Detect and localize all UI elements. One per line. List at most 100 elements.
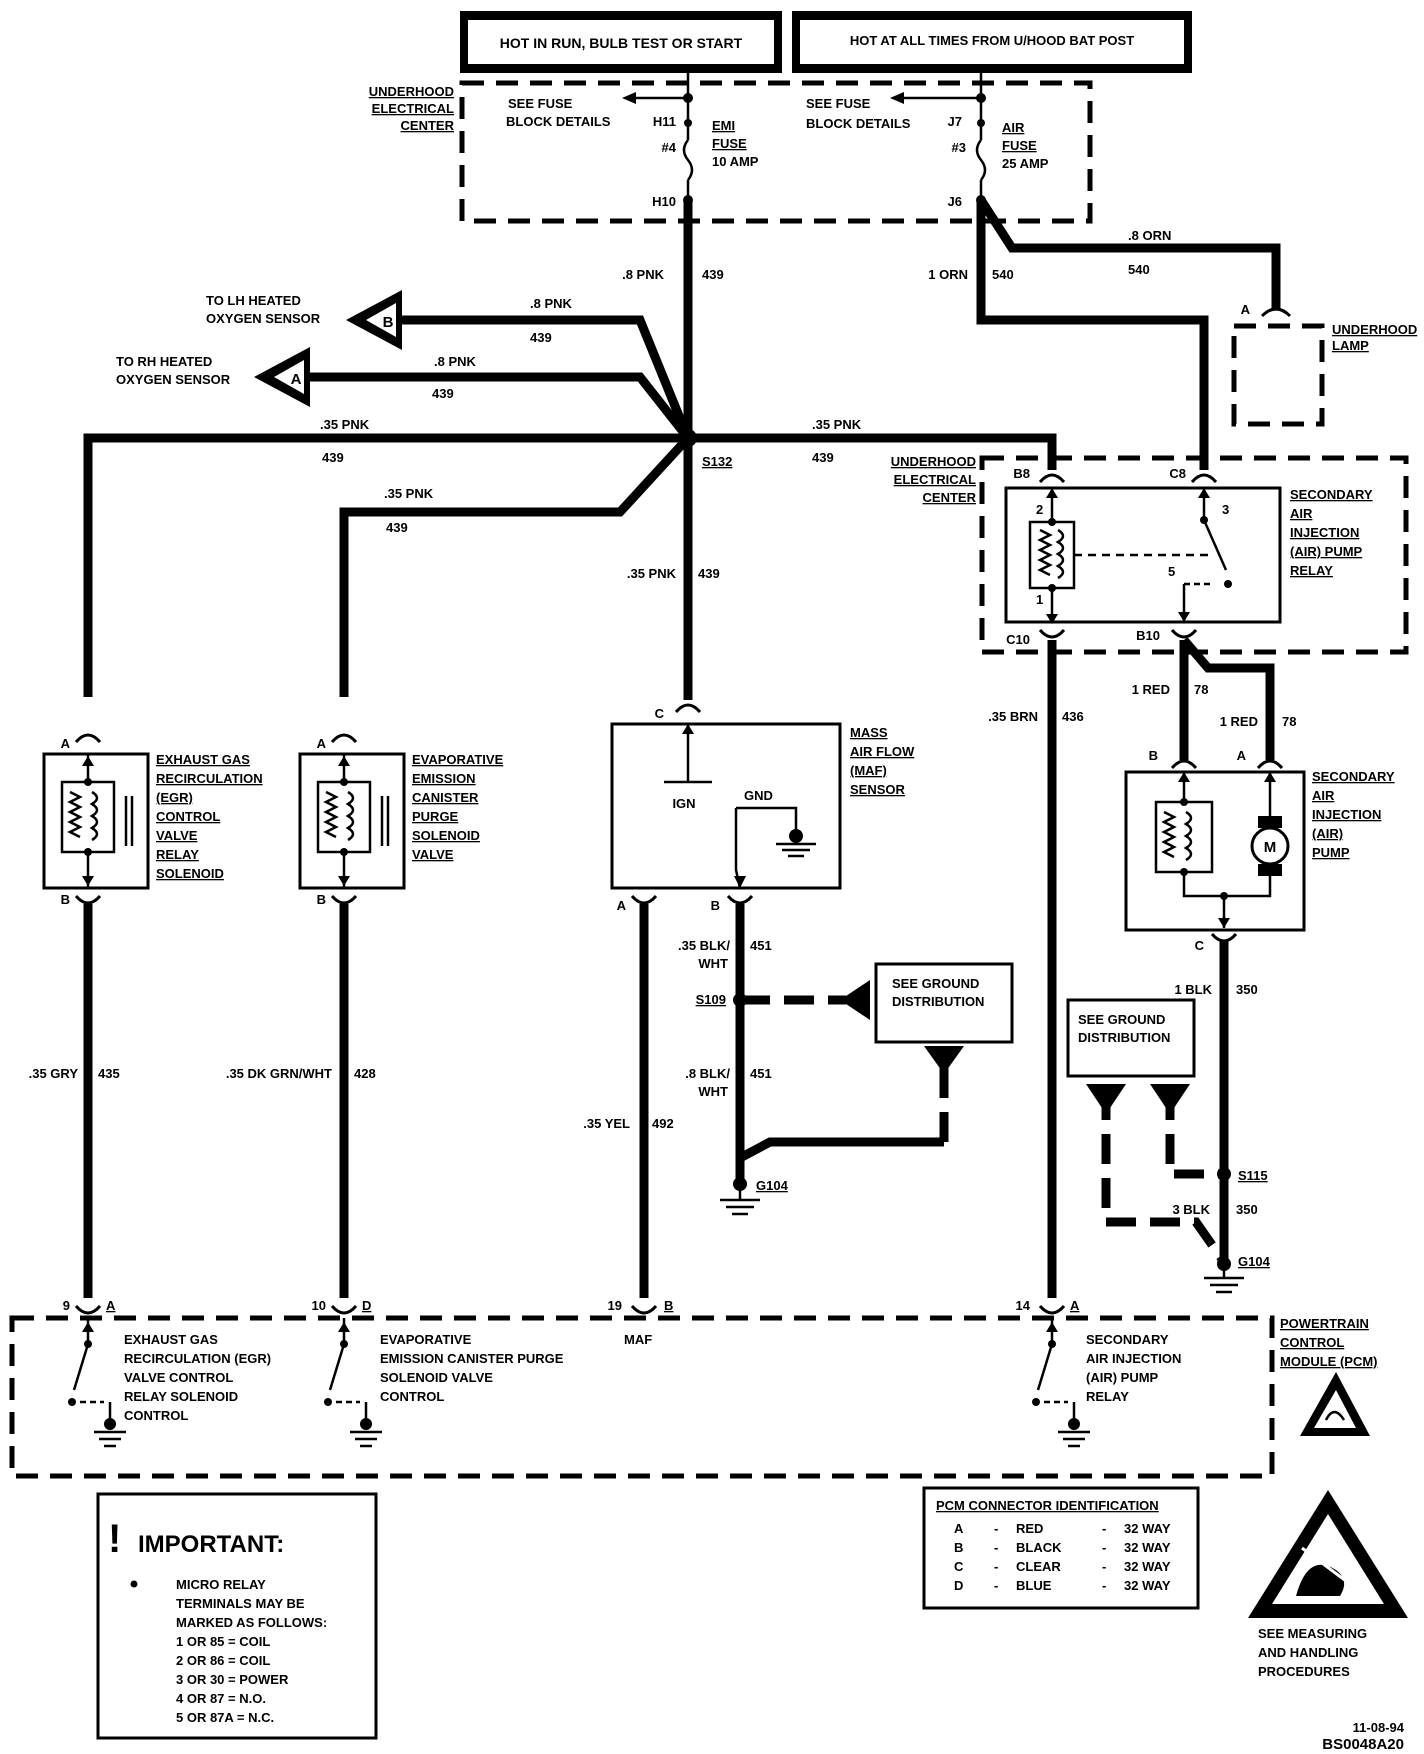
svg-text:-: - xyxy=(1102,1578,1106,1593)
relay-name-5: RELAY xyxy=(1290,563,1333,578)
evap-purge-solenoid xyxy=(298,752,406,890)
air-pump-name-1: SECONDARY xyxy=(1312,769,1395,784)
see-fuse-1-line2: BLOCK DETAILS xyxy=(506,114,611,129)
air-pump-name-5: PUMP xyxy=(1312,845,1350,860)
wire-to-lh-circuit: 439 xyxy=(530,330,552,345)
maf-gnd-label: GND xyxy=(744,788,773,803)
fuse2-name-1: AIR xyxy=(1002,120,1025,135)
relay-name-2: AIR xyxy=(1290,506,1313,521)
svg-text:-: - xyxy=(994,1578,998,1593)
wire-yel-gauge: .35 YEL xyxy=(583,1116,630,1131)
pcm-label-2: CONTROL xyxy=(1280,1335,1344,1350)
air-pump-name-4: (AIR) xyxy=(1312,826,1343,841)
relay-coil xyxy=(1055,528,1065,580)
svg-text:-: - xyxy=(994,1559,998,1574)
connector-id-title: PCM CONNECTOR IDENTIFICATION xyxy=(936,1498,1159,1513)
connector-row-1-size: 32 WAY xyxy=(1124,1521,1171,1536)
see-ground-distribution-1 xyxy=(874,962,1014,1044)
rh-sensor-label-1: TO RH HEATED xyxy=(116,354,212,369)
connector-row-3-size: 32 WAY xyxy=(1124,1559,1171,1574)
wire-pnk-main-gauge: .8 PNK xyxy=(622,267,665,282)
fuse1-top-pin: H11 xyxy=(653,114,676,129)
relay-pin-b10: B10 xyxy=(1136,628,1160,643)
wire-blkwht1-circuit: 451 xyxy=(750,938,772,953)
underhood-lamp xyxy=(1231,323,1325,427)
esd-note-2: AND HANDLING xyxy=(1258,1645,1358,1660)
relay-switch-arm xyxy=(1202,519,1228,571)
see-fuse-2-line1: SEE FUSE xyxy=(806,96,871,111)
connector-row-4-letter: D xyxy=(954,1578,963,1593)
power-label-right: HOT AT ALL TIMES FROM U/HOOD BAT POST xyxy=(850,33,1134,48)
egr-name-5: VALVE xyxy=(156,828,198,843)
wire-gry-circuit: 435 xyxy=(98,1066,120,1081)
wire-pnk-left-circuit: 439 xyxy=(322,450,344,465)
evap-name-5: SOLENOID xyxy=(412,828,480,843)
wire-red2-circuit: 78 xyxy=(1282,714,1296,729)
pcm-pin-air xyxy=(1032,1304,1090,1448)
connector-row-4-size: 32 WAY xyxy=(1124,1578,1171,1593)
egr-name-2: RECIRCULATION xyxy=(156,771,263,786)
uec-top-label-1: UNDERHOOD xyxy=(369,84,454,99)
wire-blkwht2-color: WHT xyxy=(698,1084,728,1099)
maf-ign-label: IGN xyxy=(672,796,695,811)
wire-gry-gauge: .35 GRY xyxy=(29,1066,79,1081)
pcm-pin2-num: 10 xyxy=(312,1298,326,1313)
uec-relay-label-2: ELECTRICAL xyxy=(894,472,976,487)
wire-pnk-right-circuit: 439 xyxy=(812,450,834,465)
important-line-1: MICRO RELAY xyxy=(176,1577,266,1592)
ground-dist-2-line2: DISTRIBUTION xyxy=(1078,1030,1170,1045)
maf-pin-c: C xyxy=(655,706,665,721)
wire-pnk-main-circuit: 439 xyxy=(702,267,724,282)
air-pump-pin-c: C xyxy=(1195,938,1205,953)
wire-blk3-circuit: 350 xyxy=(1236,1202,1258,1217)
fuse2-name-3: 25 AMP xyxy=(1002,156,1049,171)
egr-name-4: CONTROL xyxy=(156,809,220,824)
wire-dkgrn-gauge: .35 DK GRN/WHT xyxy=(226,1066,332,1081)
pcm-connector-id-box xyxy=(922,1486,1200,1610)
fuse1-bottom-pin: H10 xyxy=(652,194,676,209)
lh-sensor-label-2: OXYGEN SENSOR xyxy=(206,311,321,326)
ground-g104-right-label: G104 xyxy=(1238,1254,1271,1269)
egr-pin-a: A xyxy=(61,736,71,751)
wire-pnk-maf-circuit: 439 xyxy=(698,566,720,581)
ground-g104-left xyxy=(720,1184,760,1216)
connector-row-2-color: BLACK xyxy=(1016,1540,1062,1555)
pcm-pin1-text-4: RELAY SOLENOID xyxy=(124,1389,238,1404)
important-note-box xyxy=(96,1492,378,1740)
wire-brn-gauge: .35 BRN xyxy=(988,709,1038,724)
maf-name-4: SENSOR xyxy=(850,782,906,797)
air-pump-resistor xyxy=(1161,810,1177,859)
power-label-left: HOT IN RUN, BULB TEST OR START xyxy=(500,35,743,51)
wire-pnk-right-gauge: .35 PNK xyxy=(812,417,862,432)
wire-yel-circuit: 492 xyxy=(652,1116,674,1131)
wire-blk3-gauge: 3 BLK xyxy=(1172,1202,1210,1217)
relay-pin-2: 2 xyxy=(1036,502,1043,517)
wire-red1-circuit: 78 xyxy=(1194,682,1208,697)
wire-to-rh-gauge: .8 PNK xyxy=(434,354,477,369)
evap-pin-a: A xyxy=(317,736,327,751)
connector-row-2-letter: B xyxy=(954,1540,963,1555)
lh-sensor-letter: B xyxy=(383,314,394,331)
pcm-pin-egr xyxy=(68,1304,126,1448)
pnk-439-circuit xyxy=(83,200,1057,700)
maf-pin-b: B xyxy=(711,898,720,913)
ground-dist-2-line1: SEE GROUND xyxy=(1078,1012,1165,1027)
pcm-pin1-num: 9 xyxy=(63,1298,70,1313)
relay-name-4: (AIR) PUMP xyxy=(1290,544,1363,559)
see-fuse-2-line2: BLOCK DETAILS xyxy=(806,116,911,131)
pcm-label-3: MODULE (PCM) xyxy=(1280,1354,1378,1369)
pcm-pin4-letter: A xyxy=(1070,1298,1080,1313)
relay-pin-3: 3 xyxy=(1222,502,1229,517)
pcm-pin2-text-2: EMISSION CANISTER PURGE xyxy=(380,1351,564,1366)
red-78-circuit xyxy=(1179,637,1275,760)
uec-relay-label-3: CENTER xyxy=(923,490,977,505)
evap-name-4: PURGE xyxy=(412,809,459,824)
wire-blkwht2-gauge: .8 BLK/ xyxy=(685,1066,730,1081)
relay-pin-c8: C8 xyxy=(1169,466,1186,481)
svg-text:-: - xyxy=(994,1540,998,1555)
esd-note-3: PROCEDURES xyxy=(1258,1664,1350,1679)
wire-pnk-left-gauge: .35 PNK xyxy=(320,417,370,432)
connector-row-1-color: RED xyxy=(1016,1521,1043,1536)
maf-name-1: MASS xyxy=(850,725,888,740)
